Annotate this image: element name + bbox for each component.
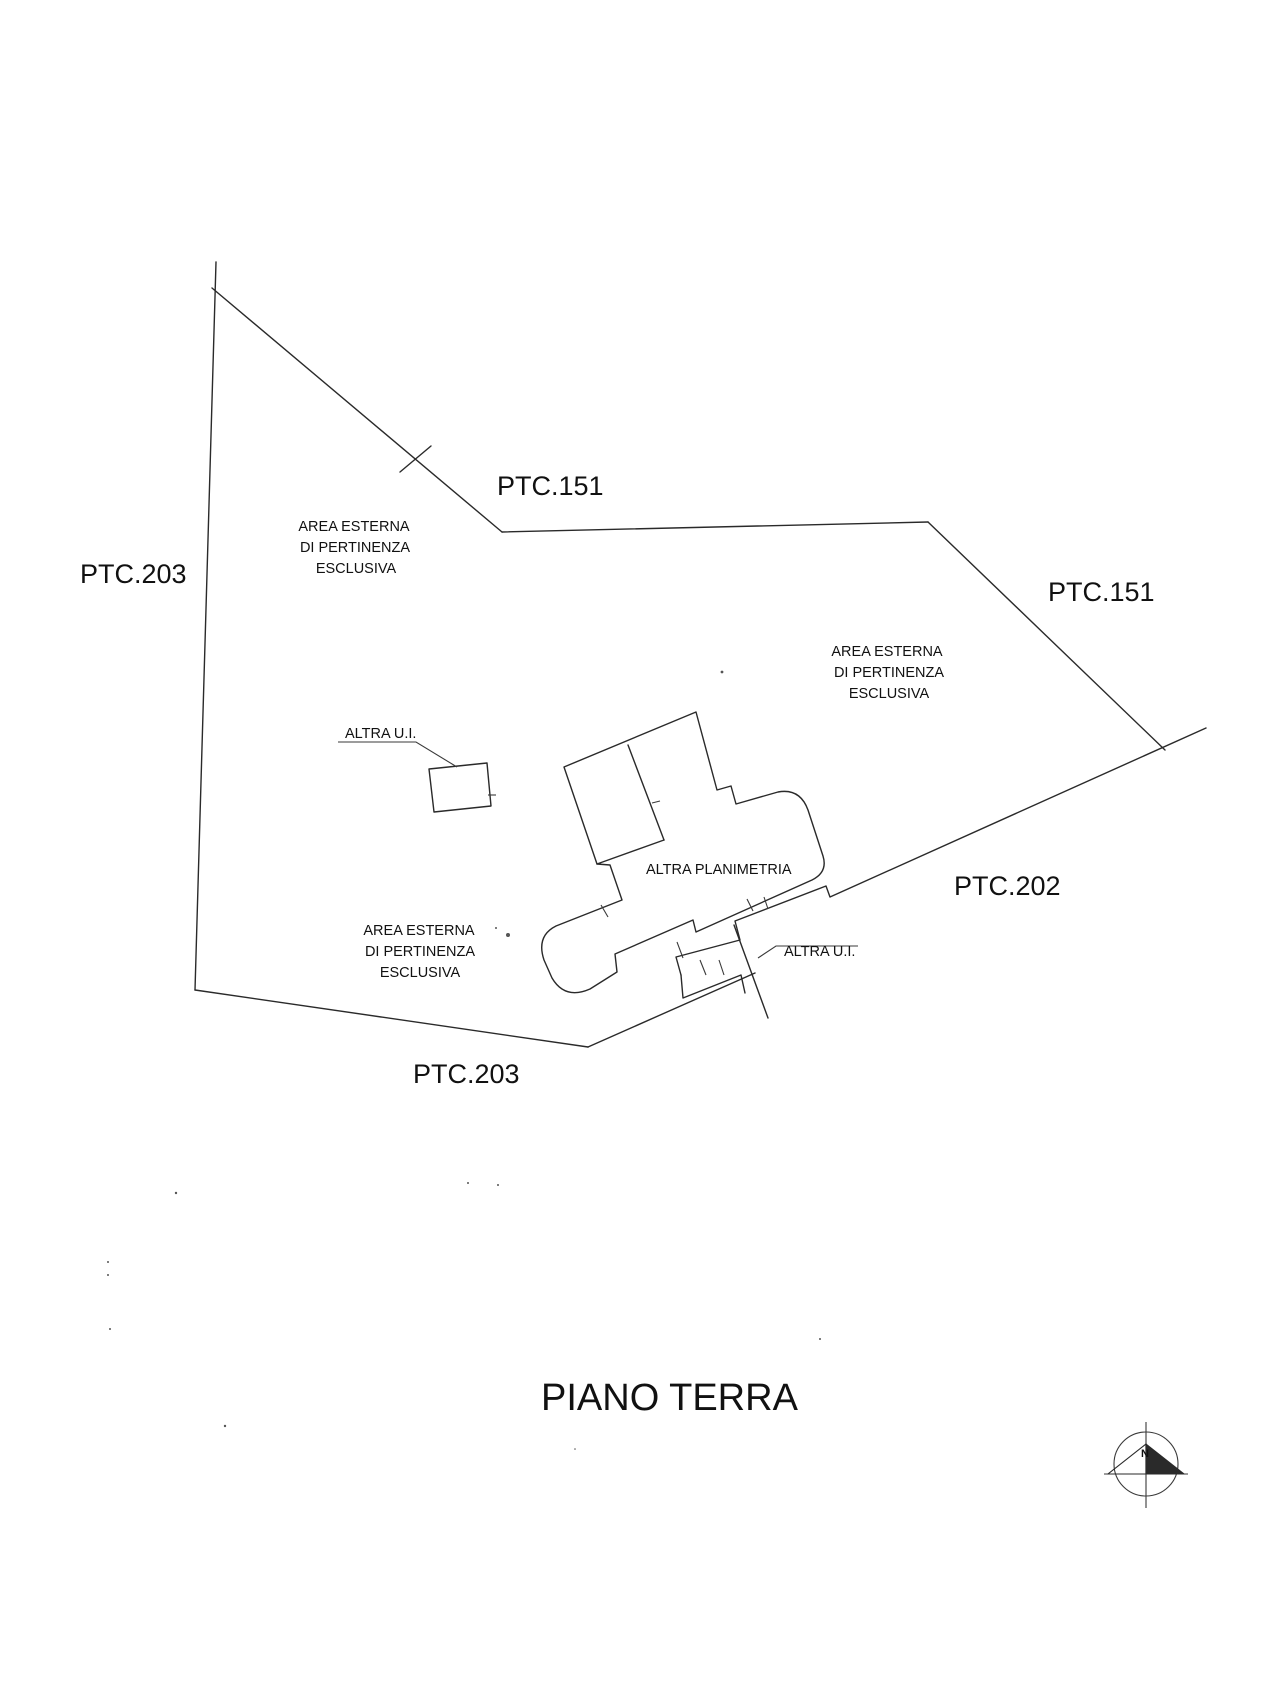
north-letter: N	[1141, 1448, 1149, 1460]
other-plan-label: ALTRA PLANIMETRIA	[646, 862, 792, 878]
area-label-line: DI PERTINENZA	[834, 665, 944, 681]
area-label-southwest: AREA ESTERNA DI PERTINENZA ESCLUSIVA	[363, 923, 475, 981]
area-label-line: DI PERTINENZA	[300, 540, 410, 556]
area-label-line: AREA ESTERNA	[298, 519, 410, 535]
parcel-label-northeast: PTC.151	[1048, 577, 1155, 607]
area-label-line: DI PERTINENZA	[365, 944, 475, 960]
area-label-line: ESCLUSIVA	[316, 561, 397, 577]
parcel-label-north: PTC.151	[497, 471, 604, 501]
area-label-line: ESCLUSIVA	[849, 686, 930, 702]
area-label-line: AREA ESTERNA	[831, 644, 943, 660]
area-label-line: AREA ESTERNA	[363, 923, 475, 939]
other-unit-west-label: ALTRA U.I.	[345, 726, 416, 742]
drawing-title: PIANO TERRA	[541, 1377, 799, 1419]
area-label-east: AREA ESTERNA DI PERTINENZA ESCLUSIVA	[831, 644, 944, 702]
lot-boundary	[194, 261, 1166, 1048]
area-label-line: ESCLUSIVA	[380, 965, 461, 981]
other-unit-west-building	[338, 741, 496, 813]
area-label-northwest: AREA ESTERNA DI PERTINENZA ESCLUSIVA	[298, 519, 410, 577]
main-building-outline	[541, 711, 825, 994]
parcel-label-southeast: PTC.202	[954, 871, 1061, 901]
north-arrow-icon: N	[1104, 1422, 1188, 1508]
other-unit-south-annex	[680, 924, 858, 1019]
parcel-label-west: PTC.203	[80, 559, 187, 589]
other-unit-south-label: ALTRA U.I.	[784, 944, 855, 960]
parcel-label-south: PTC.203	[413, 1059, 520, 1089]
scan-specks	[107, 670, 821, 1450]
southeast-boundary	[675, 727, 1207, 976]
